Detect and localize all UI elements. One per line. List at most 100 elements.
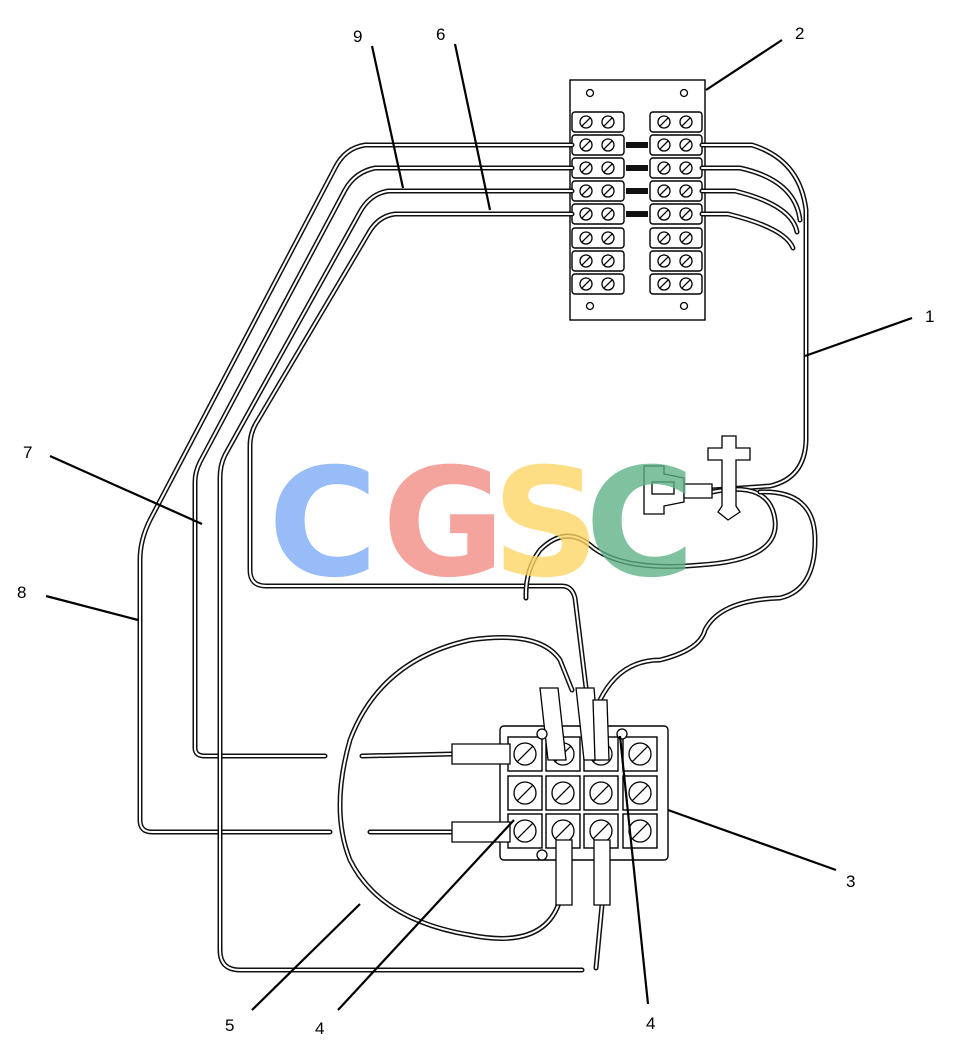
screw-slot (603, 163, 613, 173)
screw-slot (659, 279, 669, 289)
screw-slot (516, 784, 534, 802)
screw-slot (659, 209, 669, 219)
ring-lug (451, 821, 511, 843)
screw-slot (581, 279, 591, 289)
callout-6: 6 (436, 25, 445, 44)
screw-slot (631, 745, 649, 763)
jumper (626, 142, 648, 148)
wire-core (524, 488, 777, 599)
callout-2: 2 (795, 24, 804, 43)
watermark-letter-g: G (382, 437, 505, 611)
screw-slot (554, 822, 572, 840)
screw-slot (603, 279, 613, 289)
leader-lines (45, 39, 913, 1011)
mounting-hole (679, 301, 689, 311)
wire-core (701, 144, 807, 491)
watermark: C G S C (268, 437, 695, 611)
leader-6 (453, 43, 492, 211)
screw-slot (681, 233, 691, 243)
watermark-letter-s: S (492, 437, 600, 611)
wire-core (595, 904, 603, 969)
screw-slot (581, 117, 591, 127)
terminal-column-right (649, 111, 703, 295)
screw-slot (659, 117, 669, 127)
screw-slot (581, 140, 591, 150)
callout-9: 9 (353, 27, 362, 46)
screw-slot (659, 163, 669, 173)
wire-core (249, 213, 591, 721)
screw-slot (581, 209, 591, 219)
callout-1: 1 (925, 307, 934, 326)
screw-slot (681, 209, 691, 219)
wire-core (139, 144, 573, 833)
leader-5 (251, 903, 361, 1011)
terminal-column-left (571, 111, 625, 295)
screw-slot (631, 822, 649, 840)
screw-slot (581, 163, 591, 173)
mounting-hole (679, 88, 689, 98)
callout-7: 7 (23, 443, 32, 462)
callout-4-right: 4 (646, 1014, 655, 1033)
callout-3: 3 (846, 872, 855, 891)
screw-slot (592, 784, 610, 802)
wire-core (599, 490, 816, 701)
leader-4b (618, 735, 650, 1005)
screw-slot (603, 233, 613, 243)
connector-sleeve (592, 699, 610, 761)
screw-slot (681, 279, 691, 289)
screw-slot (554, 784, 572, 802)
screw-slot (681, 186, 691, 196)
screw-slot (603, 140, 613, 150)
screw-slot (581, 233, 591, 243)
terminal-pin (536, 849, 548, 861)
screw-slot (581, 256, 591, 266)
leader-7 (49, 454, 203, 526)
screw-slot (631, 784, 649, 802)
connector-sleeve (555, 839, 573, 906)
leader-2 (705, 39, 783, 91)
screw-slot (603, 117, 613, 127)
wire-core (339, 636, 573, 940)
terminal-block-lower (451, 687, 669, 906)
leader-9 (370, 45, 405, 189)
jumper (626, 211, 648, 217)
screw-slot (516, 822, 534, 840)
screw-slot (592, 822, 610, 840)
wire-core (701, 167, 801, 221)
wire-stub-core (361, 753, 453, 757)
wire-core (701, 190, 798, 233)
jumper-links (626, 142, 648, 217)
watermark-letter-c: C (268, 437, 378, 611)
screw-slot (681, 163, 691, 173)
wire-core (701, 213, 794, 249)
wire-core (219, 190, 583, 971)
screw-slot (681, 256, 691, 266)
callout-labels: 2 1 9 6 7 8 3 5 4 4 (17, 24, 934, 1038)
terminal-pin (616, 728, 628, 740)
screw-slot (581, 186, 591, 196)
mounting-hole (585, 301, 595, 311)
callout-5: 5 (225, 1016, 234, 1035)
solenoid-connector (643, 435, 751, 521)
wire-core (194, 167, 573, 757)
connector-tab (651, 481, 675, 495)
screw-slot (603, 256, 613, 266)
screw-slot (516, 745, 534, 763)
screw-slot (603, 209, 613, 219)
jumper (626, 188, 648, 194)
callout-8: 8 (17, 583, 26, 602)
leader-8 (45, 594, 139, 622)
leader-1 (804, 316, 913, 358)
screw-slot (659, 186, 669, 196)
screw-slot (659, 233, 669, 243)
callout-4-left: 4 (315, 1019, 324, 1038)
screw-slot (659, 140, 669, 150)
ground-stud (707, 435, 751, 521)
leader-4a (337, 819, 515, 1011)
wire-harness (137, 142, 818, 973)
ring-lug (451, 743, 511, 765)
leader-3 (667, 808, 837, 872)
screw-slot (659, 256, 669, 266)
screw-slot (681, 117, 691, 127)
